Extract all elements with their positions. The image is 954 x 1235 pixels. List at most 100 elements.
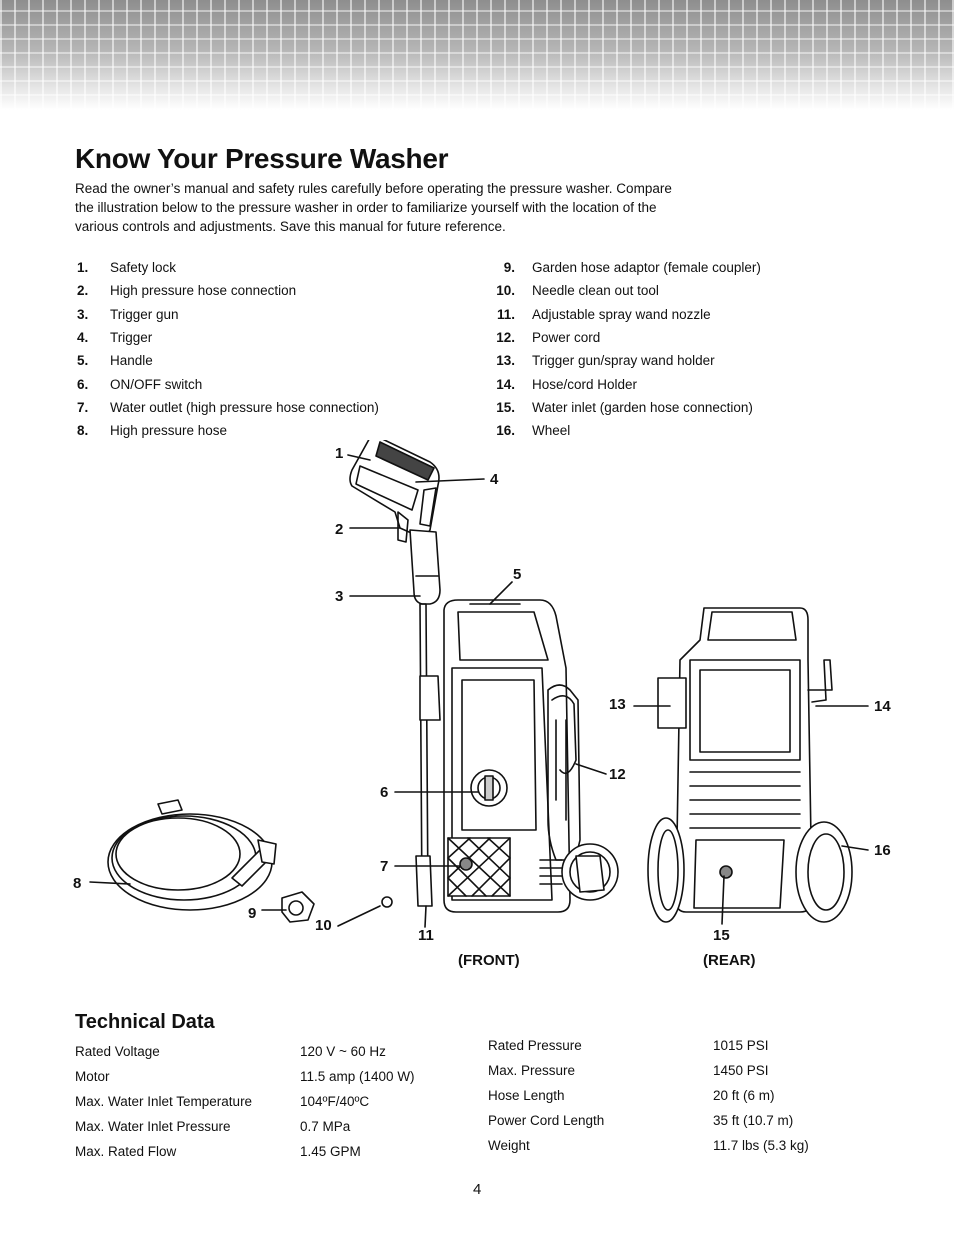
part-item: 12. Power cord (475, 326, 761, 349)
callout-16: 16 (874, 842, 891, 859)
technical-data-left: Rated Voltage 120 V ~ 60 Hz Motor 11.5 amp… (75, 1039, 415, 1164)
spec-value: 120 V ~ 60 Hz (300, 1044, 386, 1059)
callout-8: 8 (73, 875, 81, 892)
part-label: ON/OFF switch (110, 376, 203, 392)
callout-12: 12 (609, 766, 626, 783)
callout-6: 6 (380, 784, 388, 801)
spec-value: 1450 PSI (713, 1063, 769, 1078)
part-item: 10.Needle clean out tool (475, 279, 761, 302)
spec-label: Rated Voltage (75, 1044, 160, 1059)
part-label: Trigger (110, 330, 153, 346)
part-label: Adjustable spray wand nozzle (532, 306, 711, 322)
page-title: Know Your Pressure Washer (75, 143, 449, 174)
part-label: Power cord (532, 330, 601, 346)
part-label: Wheel (532, 423, 571, 439)
part-label: Hose/cord Holder (532, 376, 638, 392)
part-item: 8. High pressure hose (77, 419, 379, 442)
part-label: Water inlet (garden hose connection) (532, 399, 753, 415)
spec-row: Max. Pressure 1450 PSI (488, 1058, 809, 1083)
spec-label: Hose Length (488, 1088, 565, 1103)
part-number: 2. (77, 283, 89, 299)
header-band (0, 0, 954, 110)
callout-15: 15 (713, 927, 730, 944)
intro-paragraph: Read the owner’s manual and safety rules… (75, 181, 672, 234)
part-number: 7. (77, 399, 89, 415)
callout-10: 10 (315, 917, 332, 934)
callout-14: 14 (874, 698, 891, 715)
part-item: 13. Trigger gun/spray wand holder (475, 349, 761, 372)
part-label: High pressure hose connection (110, 283, 297, 299)
spec-row: Weight 11.7 lbs (5.3 kg) (488, 1133, 809, 1158)
spec-label: Max. Pressure (488, 1063, 576, 1078)
part-item: 15. Water inlet (garden hose connection) (475, 396, 761, 419)
spec-label: Weight (488, 1138, 530, 1153)
callout-1: 1 (335, 445, 343, 462)
page-number: 4 (473, 1181, 482, 1198)
callout-4: 4 (490, 471, 499, 488)
spec-value: 104ºF/40ºC (300, 1094, 370, 1109)
needle-tool-illustration (381, 896, 393, 908)
part-number: 4. (77, 330, 89, 346)
spec-value: 20 ft (6 m) (713, 1088, 775, 1103)
part-item: 11. Adjustable spray wand nozzle (475, 303, 761, 326)
front-view-label: (FRONT) (458, 952, 520, 969)
part-item: 6.ON/OFF switch (77, 372, 379, 395)
trigger-gun-illustration (349, 440, 441, 907)
part-number: 9. (503, 260, 515, 276)
spec-row: Max. Water Inlet Temperature 104ºF/40ºC (75, 1089, 415, 1114)
rear-unit-illustration (647, 607, 853, 923)
spec-value: 0.7 MPa (300, 1119, 351, 1134)
callout-5: 5 (513, 566, 521, 583)
part-label: Needle clean out tool (532, 283, 659, 299)
spec-value: 35 ft (10.7 m) (713, 1113, 794, 1128)
part-item: 4. Trigger (77, 326, 379, 349)
part-label: Trigger gun (110, 306, 179, 322)
spec-value: 1015 PSI (713, 1038, 769, 1053)
part-number: 13. (496, 353, 515, 369)
part-label: Water outlet (high pressure hose connect… (110, 399, 379, 415)
callout-3: 3 (335, 588, 343, 605)
spec-label: Max. Rated Flow (75, 1144, 177, 1159)
pressure-washer-diagram: 1 2 3 4 5 6 7 8 9 10 11 12 13 14 15 16 (… (73, 440, 891, 969)
callout-11: 11 (418, 927, 434, 944)
part-item: 9. Garden hose adaptor (female coupler) (475, 256, 761, 279)
spec-row: Rated Voltage 120 V ~ 60 Hz (75, 1039, 415, 1064)
callout-leader-lines (89, 454, 869, 928)
callout-2: 2 (335, 521, 343, 538)
part-item: 16. Wheel (475, 419, 761, 442)
spec-value: 11.7 lbs (5.3 kg) (713, 1138, 809, 1153)
spec-row: Max. Rated Flow 1.45 GPM (75, 1139, 415, 1164)
part-item: 5. Handle (77, 349, 379, 372)
part-number: 11. (496, 306, 515, 322)
part-number: 5. (77, 353, 89, 369)
part-number: 14. (496, 376, 515, 392)
part-number: 12. (496, 330, 515, 346)
part-label: Trigger gun/spray wand holder (532, 353, 715, 369)
front-unit-illustration (443, 599, 619, 913)
spec-label: Motor (75, 1069, 110, 1084)
part-item: 14. Hose/cord Holder (475, 372, 761, 395)
callout-7: 7 (380, 858, 388, 875)
part-label: Garden hose adaptor (female coupler) (532, 260, 761, 276)
technical-data-right: Rated Pressure 1015 PSI Max. Pressure 1450… (488, 1033, 809, 1158)
part-item: 7. Water outlet (high pressure hose conne… (77, 396, 379, 419)
spec-value: 1.45 GPM (300, 1144, 361, 1159)
part-number: 16. (496, 423, 515, 439)
part-label: High pressure hose (110, 423, 228, 439)
spec-value: 11.5 amp (1400 W) (300, 1069, 415, 1084)
part-item: 1.Safety lock (77, 256, 379, 279)
garden-hose-adaptor-illustration (281, 891, 315, 923)
part-number: 8. (77, 423, 89, 439)
part-item: 3.Trigger gun (77, 303, 379, 326)
part-item: 2. High pressure hose connection (77, 279, 379, 302)
part-number: 1. (77, 260, 89, 276)
callout-9: 9 (248, 905, 256, 922)
technical-data-title: Technical Data (75, 1011, 215, 1033)
parts-list-left: 1.Safety lock 2. High pressure hose conne… (77, 256, 379, 442)
spec-label: Max. Water Inlet Temperature (75, 1094, 253, 1109)
part-label: Handle (110, 353, 153, 369)
part-number: 15. (496, 399, 515, 415)
spec-label: Rated Pressure (488, 1038, 582, 1053)
